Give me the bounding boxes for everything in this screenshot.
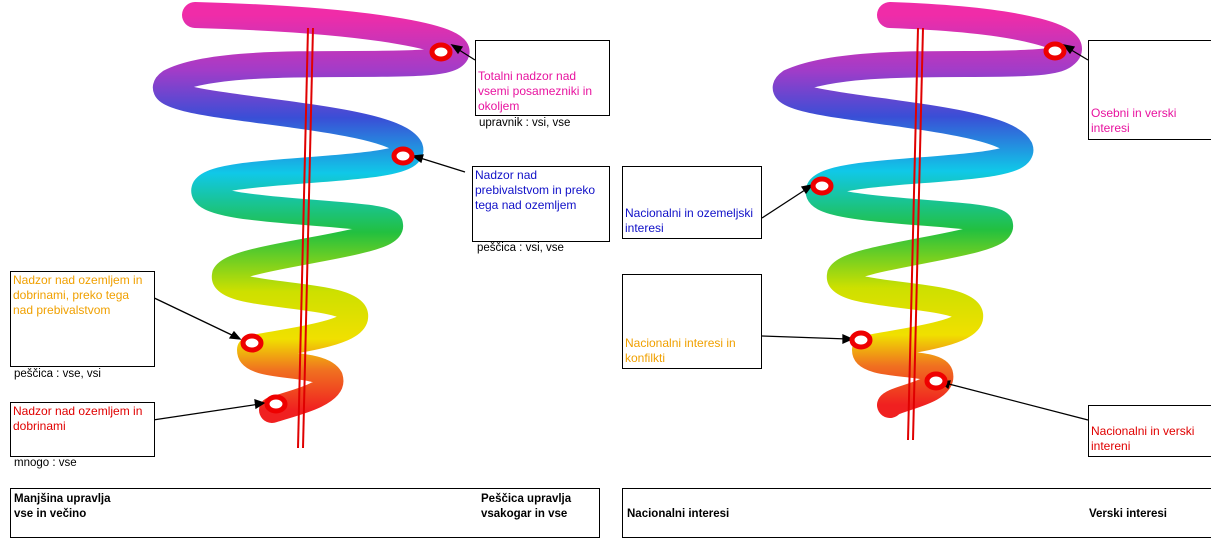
right-axis-line-b	[912, 27, 924, 441]
left-legend-bar: Manjšina upravlja vse in večino Peščica …	[10, 488, 600, 538]
marker-r3	[849, 330, 873, 350]
left-caption-1: upravnik : vsi, vse	[479, 117, 571, 129]
left-label-box-2: Nadzor nad prebivalstvom in preko tega n…	[472, 166, 610, 242]
marker-r1	[1043, 41, 1067, 61]
right-legend-left-label: Nacionalni interesi	[627, 508, 730, 520]
marker-l2	[391, 146, 415, 166]
right-label-2: Nacionalni in ozemeljski interesi	[625, 206, 754, 235]
right-label-box-3: Nacionalni interesi in konfilkti	[622, 274, 762, 369]
left-axis-line-b	[302, 27, 314, 449]
right-label-4: Nacionalni in verski intereni	[1091, 424, 1195, 453]
arrow-l3	[147, 294, 237, 338]
marker-l1	[429, 42, 453, 62]
right-coil	[773, 2, 1082, 418]
marker-r2	[810, 176, 834, 196]
left-label-box-3: Nadzor nad ozemljem in dobrinami, preko …	[10, 271, 155, 367]
marker-l3	[240, 333, 264, 353]
left-label-4: Nadzor nad ozemljem in dobrinami	[13, 404, 143, 433]
left-axis-line-a	[297, 27, 309, 449]
right-label-box-4: Nacionalni in verski intereni	[1088, 405, 1211, 457]
arrow-r3	[761, 335, 849, 340]
left-label-2: Nadzor nad prebivalstvom in preko tega n…	[475, 168, 596, 212]
arrow-l2	[416, 156, 466, 173]
right-label-box-1: Osebni in verski interesi	[1088, 40, 1211, 140]
arrow-l4	[152, 403, 261, 421]
left-label-box-4: Nadzor nad ozemljem in dobrinami	[10, 402, 155, 457]
right-legend-right-label: Verski interesi	[1089, 508, 1167, 520]
right-label-box-2: Nacionalni in ozemeljski interesi	[622, 166, 762, 239]
left-caption-3: peščica : vse, vsi	[14, 368, 101, 380]
left-label-1: Totalni nadzor nad vsemi posamezniki in …	[478, 69, 593, 113]
spiral-diagram-canvas	[147, 2, 1089, 449]
arrow-r4	[944, 382, 1089, 421]
left-legend-right-line2: vsakogar in vse	[481, 508, 568, 520]
marker-r4	[924, 371, 948, 391]
right-label-3: Nacionalni interesi in konfilkti	[625, 336, 736, 365]
left-label-3: Nadzor nad ozemljem in dobrinami, preko …	[13, 273, 143, 317]
left-legend-right-line1: Peščica upravlja	[481, 493, 572, 505]
right-label-1: Osebni in verski interesi	[1091, 106, 1177, 135]
left-legend-left-line2: vse in večino	[14, 508, 87, 520]
right-axis-line-a	[907, 27, 919, 441]
left-label-box-1: Totalni nadzor nad vsemi posamezniki in …	[475, 40, 610, 116]
ring-markers	[240, 41, 1067, 414]
left-caption-4: mnogo : vse	[14, 457, 77, 469]
arrow-r2	[761, 187, 809, 219]
left-legend-left-line1: Manjšina upravlja	[14, 493, 111, 505]
marker-l4	[264, 394, 288, 414]
right-spiral	[773, 2, 1082, 441]
left-caption-2: peščica : vsi, vse	[477, 242, 564, 254]
right-legend-bar: Nacionalni interesi Verski interesi	[622, 488, 1211, 538]
left-spiral	[153, 2, 470, 449]
